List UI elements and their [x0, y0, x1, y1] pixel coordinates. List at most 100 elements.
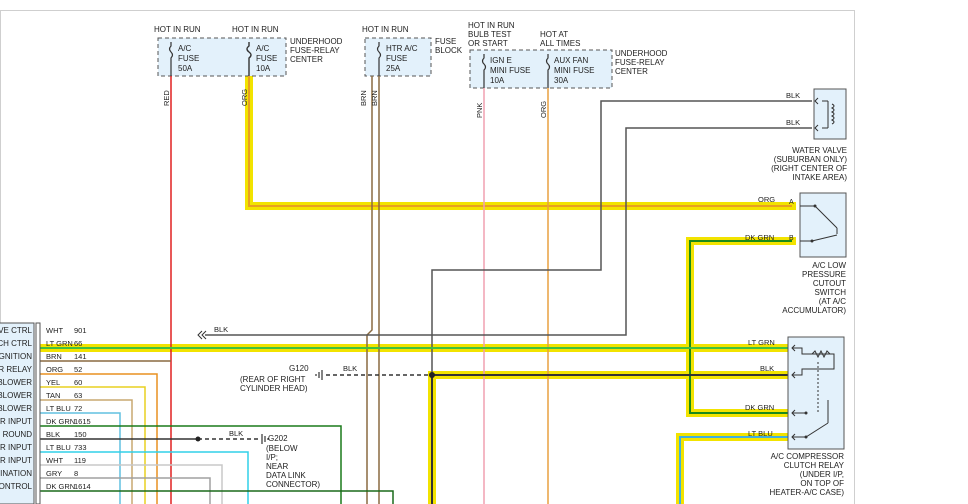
wire-label-org-a: ORG — [240, 89, 249, 106]
connector-circuit-number: 52 — [74, 365, 82, 374]
wire-org-52 — [40, 373, 158, 504]
fuse-ign-hot2: BULB TEST — [468, 30, 512, 39]
fuse-ac50-l1: A/C — [178, 44, 192, 53]
wire-tan-63 — [40, 399, 133, 504]
g202-l3: NEAR — [266, 462, 288, 471]
fuse-block-l1: FUSE — [435, 37, 456, 46]
wire-ltblu-733 — [40, 451, 249, 504]
g202-l4: DATA LINK — [266, 471, 306, 480]
relay-label-1: A/C COMPRESSOR — [771, 452, 845, 461]
switch-wire-a: ORG — [758, 195, 775, 204]
g120-l2: CYLINDER HEAD) — [240, 384, 308, 393]
fuse-aux-l1: AUX FAN — [554, 56, 588, 65]
relay-label-4: ON TOP OF — [800, 479, 844, 488]
valve-label-4: INTAKE AREA) — [792, 173, 847, 182]
fuse-htr-l3: 25A — [386, 64, 401, 73]
fuse-ac50-l2: FUSE — [178, 54, 199, 63]
wire-gry-8 — [40, 477, 211, 504]
fuse-ign-l3: 10A — [490, 76, 505, 85]
relay-center-2-l1: UNDERHOOD — [615, 49, 668, 58]
g120-wire: BLK — [343, 364, 357, 373]
connector-arrow-blk — [197, 330, 207, 340]
ground-symbol-g202 — [261, 434, 269, 444]
connector-func-label: R INPUT — [0, 456, 32, 465]
fuse-aux-l3: 30A — [554, 76, 569, 85]
fuse-box-underhood-2 — [469, 49, 613, 89]
fuse-ac10-l2: FUSE — [256, 54, 277, 63]
splice-dot-g202 — [195, 436, 201, 442]
valve-label-3: (RIGHT CENTER OF — [771, 164, 847, 173]
connector-circuit-number: 1615 — [74, 417, 91, 426]
relay-center-2-l3: CENTER — [615, 67, 648, 76]
wire-org-a — [248, 76, 792, 207]
ground-labels: BLK BLK G120 (REAR OF RIGHT CYLINDER HEA… — [214, 325, 357, 489]
valve-label-1: WATER VALVE — [792, 146, 847, 155]
water-valve-labels: BLK BLK WATER VALVE (SUBURBAN ONLY) (RIG… — [771, 91, 847, 182]
wire-label-brn-2: BRN — [370, 90, 379, 106]
wire-brn-1 — [366, 76, 373, 504]
connector-wire-color: LT GRN — [46, 339, 73, 348]
connector-func-label: GNITION — [0, 352, 32, 361]
g120-l1: (REAR OF RIGHT — [240, 375, 305, 384]
wire-dkgrn-1614 — [40, 490, 394, 504]
compressor-relay-component — [787, 336, 845, 450]
fuse-symbol-ign-e — [481, 54, 487, 88]
connector-wire-color: TAN — [46, 391, 60, 400]
fuse-aux-hot2: ALL TIMES — [540, 39, 580, 48]
connector-func-label: BLOWER — [0, 404, 32, 413]
fuse-ign-hot3: OR START — [468, 39, 508, 48]
switch-label-5: (AT A/C — [819, 297, 846, 306]
fuse-ign-l1: IGN E — [490, 56, 512, 65]
connector-circuit-number: 72 — [74, 404, 82, 413]
left-connector-block — [0, 322, 41, 504]
switch-label-1: A/C LOW — [812, 261, 846, 270]
wire-layer — [40, 76, 812, 504]
wire-dkgrn-1615 — [40, 425, 342, 504]
diagram-frame — [0, 10, 855, 504]
splice-dot-g120 — [429, 372, 435, 378]
fuse-hot-htr: HOT IN RUN — [362, 25, 409, 34]
fuse-hot-ac10: HOT IN RUN — [232, 25, 279, 34]
relay-wire-1: LT GRN — [748, 338, 775, 347]
wire-dkgrn-switch — [689, 240, 792, 414]
relay-label-3: (UNDER I/P, — [800, 470, 844, 479]
connector-func-label: BLOWER — [0, 378, 32, 387]
relay-center-1-l3: CENTER — [290, 55, 323, 64]
fuse-ign-hot1: HOT IN RUN — [468, 21, 515, 30]
fuse-aux-hot1: HOT AT — [540, 30, 568, 39]
valve-wire-2: BLK — [786, 118, 800, 127]
relay-label-5: HEATER-A/C CASE) — [769, 488, 844, 497]
fuse-hot-ac50: HOT IN RUN — [154, 25, 201, 34]
valve-label-2: (SUBURBAN ONLY) — [774, 155, 848, 164]
relay-center-1-l2: FUSE-RELAY — [290, 46, 340, 55]
connector-wire-color: DK GRN — [46, 482, 75, 491]
connector-circuit-number: 901 — [74, 326, 87, 335]
fuse-htr-l2: FUSE — [386, 54, 407, 63]
water-valve-component — [813, 88, 847, 140]
connector-circuit-number: 8 — [74, 469, 78, 478]
g202-l5: CONNECTOR) — [266, 480, 320, 489]
switch-wire-b: DK GRN — [745, 233, 774, 242]
connector-circuit-number: 150 — [74, 430, 87, 439]
connector-func-label: VE CTRL — [0, 326, 33, 335]
connector-wire-color: BRN — [46, 352, 62, 361]
connector-func-label: INATION — [0, 469, 32, 478]
valve-wire-1: BLK — [786, 91, 800, 100]
connector-func-label: R INPUT — [0, 417, 32, 426]
connector-circuit-number: 119 — [74, 456, 86, 465]
wire-label-brn-1: BRN — [359, 90, 368, 106]
connector-wire-color: LT BLU — [46, 404, 71, 413]
connector-wire-color: LT BLU — [46, 443, 71, 452]
relay-label-2: CLUTCH RELAY — [784, 461, 845, 470]
g202-name: G202 — [268, 434, 288, 443]
relay-wire-2: BLK — [760, 364, 774, 373]
connector-wire-color: GRY — [46, 469, 62, 478]
connector-func-label: CONTROL — [0, 482, 33, 491]
connector-wire-color: YEL — [46, 378, 60, 387]
fuse-ac10-l1: A/C — [256, 44, 270, 53]
wire-ltblu-72 — [40, 412, 121, 504]
pressure-switch-component — [799, 192, 847, 258]
connector-func-label: CH CTRL — [0, 339, 33, 348]
